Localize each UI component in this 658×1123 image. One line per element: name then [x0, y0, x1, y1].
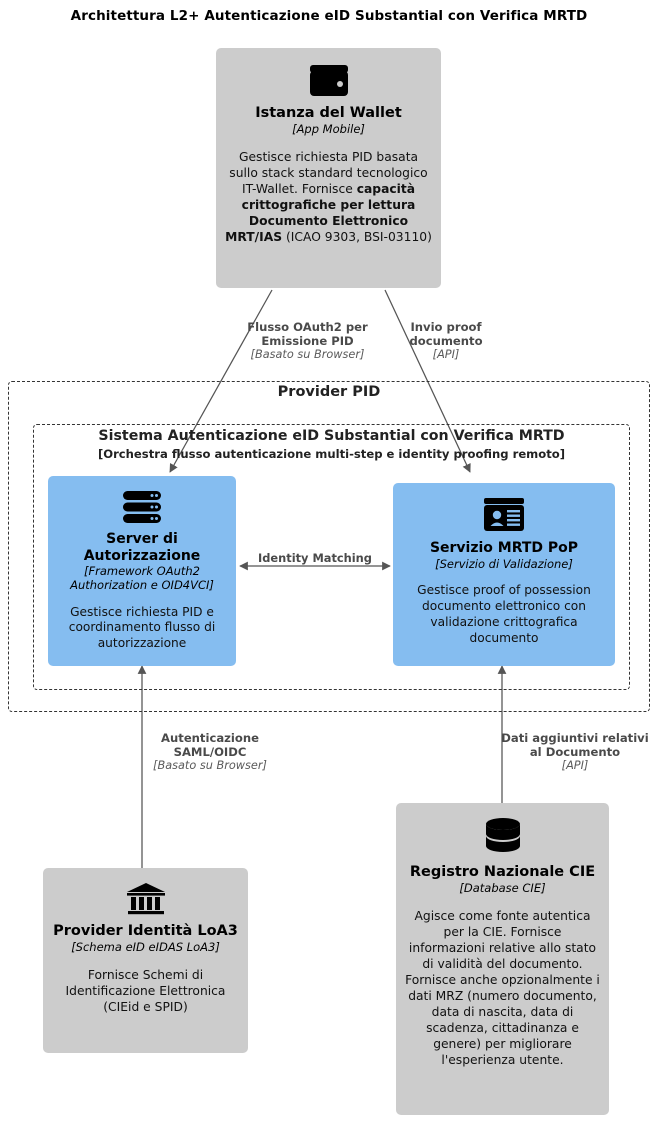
node-description: Fornisce Schemi di Identificazione Elett… — [65, 967, 226, 1014]
node-title: Provider Identità LoA3 — [53, 923, 238, 939]
node-description: Gestisce proof of possession documento e… — [417, 583, 591, 645]
edge-label-main: Flusso OAuth2 per Emissione PID — [247, 320, 368, 349]
group-provider-pid-label: Provider PID — [277, 384, 381, 400]
edge-label-sub: [Basato su Browser] — [153, 759, 267, 773]
edge-label-sub: [API] — [561, 759, 589, 773]
node-subtitle: [Schema eID eIDAS LoA3] — [71, 940, 220, 955]
group-sistema-eid-title: Sistema Autenticazione eID Substantial c… — [98, 428, 565, 444]
node-authorization-server[interactable]: Server di Autorizzazione [Framework OAut… — [48, 476, 236, 666]
bank-icon — [52, 882, 239, 916]
wallet-icon — [225, 62, 432, 98]
node-description: Agisce come fonte autentica per la CIE. … — [405, 908, 600, 1067]
server-icon — [57, 490, 227, 524]
edge-label-idp-to-auth-server: Autenticazione SAML/OIDC [Basato su Brow… — [148, 731, 272, 773]
edge-label-wallet-to-mrtd-pop: Invio proof documento [API] — [394, 320, 498, 362]
node-subtitle: [Database CIE] — [459, 881, 546, 896]
group-sistema-eid — [33, 424, 630, 690]
edge-label-main: Identity Matching — [258, 551, 372, 565]
edge-label-main: Invio proof documento — [409, 320, 483, 349]
node-registro-nazionale-cie[interactable]: Registro Nazionale CIE [Database CIE] Ag… — [396, 803, 609, 1115]
node-title: Istanza del Wallet — [255, 105, 402, 121]
edge-label-identity-matching: Identity Matching — [240, 551, 390, 566]
node-title: Servizio MRTD PoP — [429, 540, 579, 556]
node-mrtd-pop[interactable]: Servizio MRTD PoP [Servizio di Validazio… — [393, 483, 615, 666]
page-title: Architettura L2+ Autenticazione eID Subs… — [70, 8, 588, 24]
group-provider-pid — [8, 381, 650, 712]
id-card-icon — [402, 497, 606, 533]
node-subtitle: [Servizio di Validazione] — [435, 556, 573, 571]
node-wallet[interactable]: Istanza del Wallet [App Mobile] Gestisce… — [216, 48, 441, 288]
edge-label-registro-to-mrtd-pop: Dati aggiuntivi relativi al Documento [A… — [496, 731, 654, 773]
edge-label-sub: [API] — [432, 348, 460, 362]
node-description: Gestisce richiesta PID basata sullo stac… — [225, 149, 432, 244]
edge-label-main: Autenticazione SAML/OIDC — [161, 731, 259, 760]
edge-label-wallet-to-auth-server: Flusso OAuth2 per Emissione PID [Basato … — [235, 320, 380, 362]
node-subtitle: [App Mobile] — [292, 122, 365, 137]
node-provider-identita-loa3[interactable]: Provider Identità LoA3 [Schema eID eIDAS… — [43, 868, 248, 1053]
node-title: Registro Nazionale CIE — [409, 864, 596, 880]
edge-label-main: Dati aggiuntivi relativi al Documento — [501, 731, 649, 760]
node-description: Gestisce richiesta PID e coordinamento f… — [68, 604, 216, 651]
edge-label-sub: [Basato su Browser] — [250, 348, 365, 362]
node-subtitle: [Framework OAuth2 Authorization e OID4VC… — [70, 564, 214, 592]
group-sistema-eid-subtitle: [Orchestra flusso autenticazione multi-s… — [97, 447, 566, 461]
node-title: Server di Autorizzazione — [83, 531, 201, 564]
database-icon — [405, 817, 600, 857]
